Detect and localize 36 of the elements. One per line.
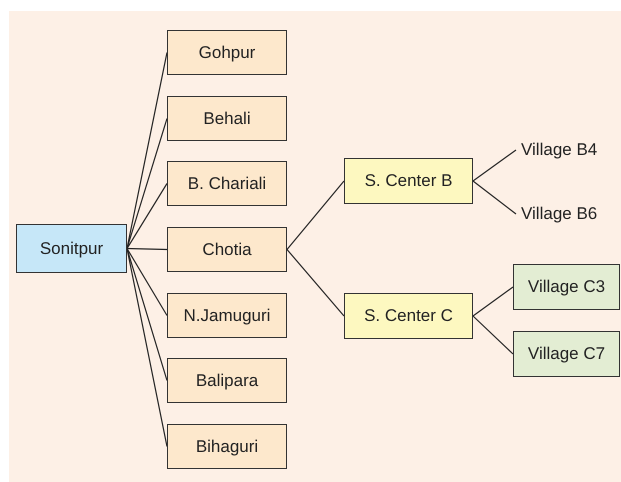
- node-label: Chotia: [202, 240, 252, 260]
- connector-line: [126, 118, 168, 249]
- block-box: [167, 30, 287, 75]
- district-box: [16, 224, 127, 273]
- node-label: Balipara: [196, 370, 258, 390]
- node-label: Bihaguri: [196, 436, 258, 456]
- village-label: Village B4: [521, 140, 598, 160]
- block-box: [167, 96, 287, 141]
- block-box: [167, 358, 287, 403]
- node-label: Village C7: [528, 344, 606, 364]
- block-box: [167, 424, 287, 469]
- node-label: N.Jamuguri: [184, 306, 270, 326]
- node-label: Behali: [203, 108, 251, 128]
- connector-line: [472, 180, 516, 214]
- block-box: [167, 161, 287, 206]
- node-label: Sonitpur: [40, 238, 104, 258]
- connector-line: [126, 248, 168, 250]
- node-label: B. Chariali: [188, 174, 266, 194]
- connector-line: [286, 249, 344, 316]
- node-label: Gohpur: [198, 42, 256, 62]
- block-box: [167, 227, 287, 272]
- connector-line: [286, 180, 344, 250]
- village-label: Village B6: [521, 204, 598, 224]
- connector-line: [472, 316, 514, 354]
- connector-line: [472, 286, 514, 316]
- node-label: S. Center C: [364, 306, 453, 326]
- village-box: [513, 264, 620, 310]
- center-box: [344, 158, 473, 204]
- connector-line: [126, 183, 168, 249]
- village-box: [513, 331, 620, 377]
- block-box: [167, 293, 287, 338]
- node-label: S. Center B: [364, 171, 452, 191]
- connector-line: [126, 248, 168, 316]
- connector-line: [472, 150, 516, 182]
- node-label: Village C3: [528, 277, 606, 297]
- center-box: [344, 293, 473, 339]
